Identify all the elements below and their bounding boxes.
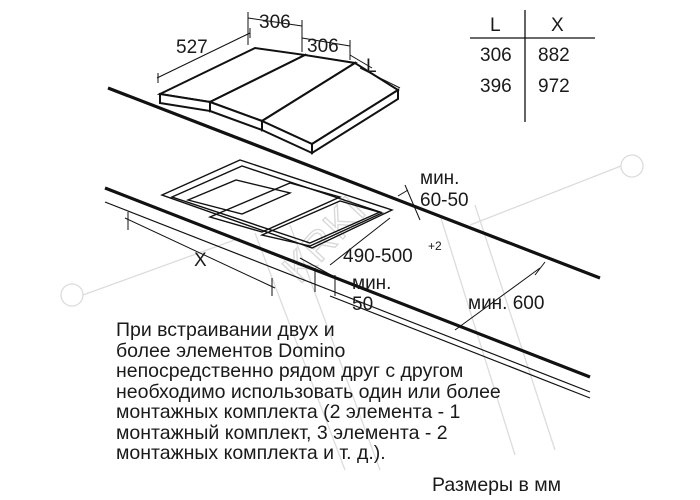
table-cell-r1-X: 882 <box>538 45 570 66</box>
dim-label-X: X <box>194 250 207 271</box>
note-line: монтажных комплекта (2 элемента - 1 <box>116 401 461 423</box>
note-line: монтажный комплект, 3 элемента - 2 <box>116 421 448 444</box>
table-cell-r2-X: 972 <box>538 76 570 97</box>
min-label-1: мин. <box>420 168 459 189</box>
dim-width-306-a: 306 <box>259 12 291 33</box>
dim-depth-527: 527 <box>176 37 208 58</box>
min-600-label: мин. 600 <box>468 293 544 314</box>
cutout-dimension-lines <box>124 184 546 331</box>
min-label-2: мин. <box>352 273 391 294</box>
dim-label-L: L <box>366 56 377 77</box>
note-line: монтажных комплекта и т. д.). <box>116 442 386 464</box>
cutout-tolerance: +2 <box>428 239 442 253</box>
top-view-dimension-lines <box>156 12 401 89</box>
dim-width-306-b: 306 <box>307 36 339 57</box>
note-line: необходимо использовать один или более <box>116 380 501 403</box>
note-line: непосредственно рядом друг с другом <box>116 360 464 382</box>
cutout-depth: 490-500 <box>343 246 413 267</box>
table-header-X: X <box>551 15 564 36</box>
dimension-table-grid <box>470 10 595 122</box>
table-cell-r2-L: 396 <box>480 76 512 97</box>
installation-note: При встраивании двух и более элементов D… <box>116 320 586 464</box>
min-value-60-50: 60-50 <box>420 190 469 211</box>
units-note: Размеры в мм <box>432 474 562 496</box>
countertop-lines <box>104 86 601 399</box>
min-value-50: 50 <box>352 294 373 315</box>
cooktop-group-top <box>156 46 400 155</box>
table-header-L: L <box>490 15 501 36</box>
table-cell-r1-L: 306 <box>480 45 512 66</box>
cutout-frame <box>160 159 394 249</box>
note-line: более элементов Domino <box>116 339 346 362</box>
note-line: При встраивании двух и <box>116 319 335 341</box>
